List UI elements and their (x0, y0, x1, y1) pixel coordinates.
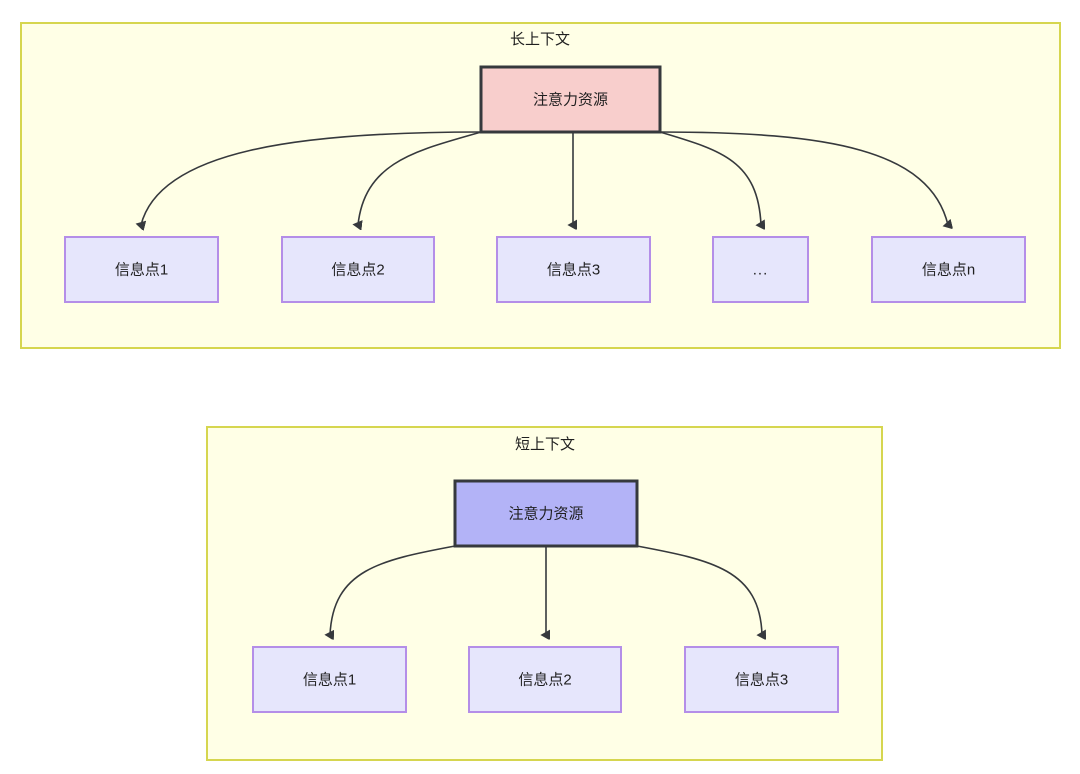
info-point-label: 信息点1 (303, 671, 356, 688)
info-point-box[interactable] (468, 646, 622, 713)
info-point-box[interactable] (712, 236, 809, 303)
info-point-box[interactable] (252, 646, 407, 713)
edge-short-context-0 (330, 545, 456, 635)
info-point-label: 信息点1 (115, 261, 168, 278)
info-point-label: 信息点2 (331, 261, 384, 278)
info-point-label: 信息点3 (735, 671, 788, 688)
info-point-box[interactable] (64, 236, 219, 303)
edge-long-context-1 (358, 131, 482, 225)
info-point-label: 信息点2 (518, 671, 571, 688)
info-point-box[interactable] (871, 236, 1026, 303)
attention-resource-label-short-context: 注意力资源 (508, 504, 583, 522)
info-point-box[interactable] (684, 646, 839, 713)
edge-short-context-2 (636, 545, 762, 635)
panel-title-long-context: 长上下文 (510, 31, 570, 48)
edge-long-context-4 (659, 131, 948, 225)
attention-resource-box-short-context[interactable] (453, 479, 639, 548)
info-point-label: ... (753, 261, 769, 278)
attention-resource-label-long-context: 注意力资源 (533, 90, 608, 108)
info-point-label: 信息点3 (547, 261, 600, 278)
edge-long-context-3 (659, 131, 761, 225)
edge-long-context-0 (141, 131, 482, 225)
info-point-box[interactable] (281, 236, 435, 303)
attention-resource-box-long-context[interactable] (479, 65, 662, 134)
info-point-box[interactable] (496, 236, 651, 303)
panel-title-short-context: 短上下文 (515, 436, 575, 453)
info-point-label: 信息点n (922, 261, 975, 278)
